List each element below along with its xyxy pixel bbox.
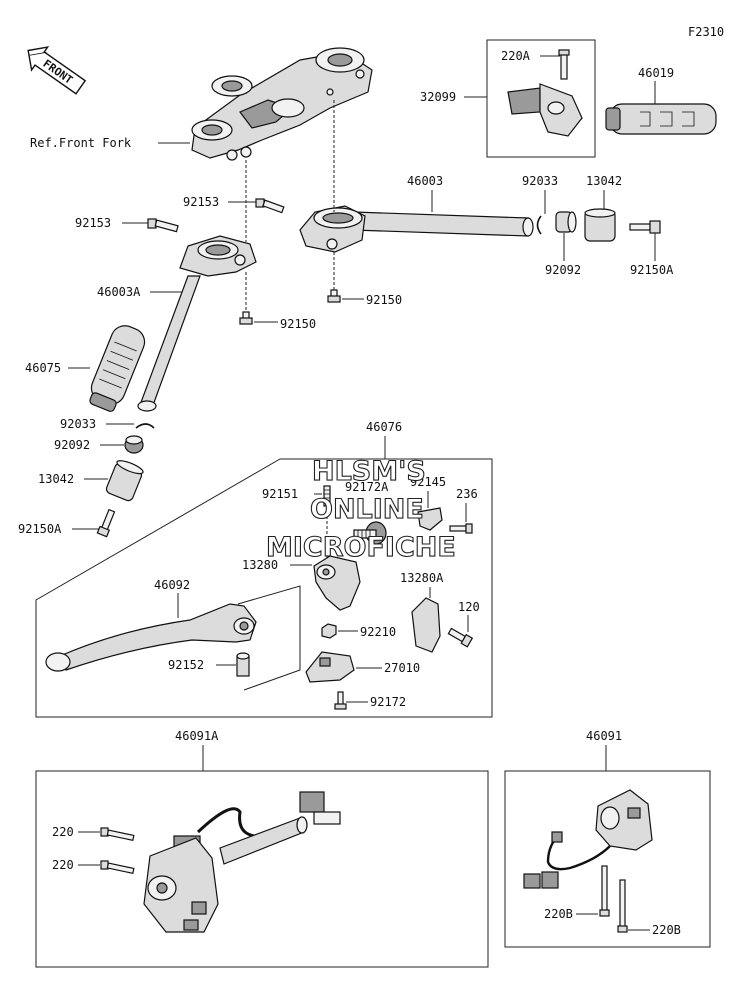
label-120: 120 bbox=[458, 600, 480, 614]
watermark-line-1: HLSM'S bbox=[312, 456, 426, 487]
bolt-92150-left bbox=[239, 311, 253, 325]
collar-92152 bbox=[236, 652, 250, 677]
left-switch-group-box bbox=[35, 770, 489, 968]
weight-92092-right bbox=[555, 211, 577, 233]
label-92150-center: 92150 bbox=[366, 293, 402, 307]
spring-92145 bbox=[417, 507, 443, 531]
clamp-13280A bbox=[411, 597, 441, 653]
switch-27010 bbox=[305, 651, 355, 683]
screw-220B-right bbox=[617, 879, 628, 933]
throttle-housing-32099 bbox=[507, 83, 583, 137]
label-92033-right: 92033 bbox=[522, 174, 558, 188]
screw-236 bbox=[449, 523, 473, 534]
label-13042-right: 13042 bbox=[586, 174, 622, 188]
circlip-92033-right bbox=[536, 215, 542, 235]
bolt-92153-center bbox=[255, 198, 285, 214]
label-46003A: 46003A bbox=[97, 285, 141, 299]
label-13042-left: 13042 bbox=[38, 472, 74, 486]
label-46091: 46091 bbox=[586, 729, 622, 743]
right-grip-46019 bbox=[605, 103, 717, 135]
label-220A: 220A bbox=[501, 49, 531, 63]
label-220-lower: 220 bbox=[52, 858, 74, 872]
bolt-92153-left bbox=[147, 218, 179, 233]
label-220B-right: 220B bbox=[652, 923, 681, 937]
bolt-92150A-left bbox=[96, 508, 116, 538]
label-46075: 46075 bbox=[25, 361, 61, 375]
left-switch-housing-46091A bbox=[143, 791, 341, 933]
front-arrow-icon: FRONT bbox=[27, 46, 87, 95]
label-27010: 27010 bbox=[384, 661, 420, 675]
label-92151: 92151 bbox=[262, 487, 298, 501]
ref-front-fork-label: Ref.Front Fork bbox=[30, 136, 132, 150]
screw-220B-left bbox=[599, 865, 610, 917]
watermark-line-3: MICROFICHE bbox=[266, 532, 456, 563]
circlip-92033-left bbox=[135, 423, 155, 429]
label-92153-center: 92153 bbox=[183, 195, 219, 209]
clutch-lever-group-box bbox=[35, 458, 493, 718]
label-92033-left: 92033 bbox=[60, 417, 96, 431]
adjuster-92172A bbox=[353, 521, 387, 545]
screw-92172 bbox=[334, 691, 347, 710]
right-handlebar-46003 bbox=[299, 205, 534, 253]
label-92092-right: 92092 bbox=[545, 263, 581, 277]
label-46091A: 46091A bbox=[175, 729, 219, 743]
bolt-92150-center bbox=[327, 289, 341, 303]
label-13280A: 13280A bbox=[400, 571, 444, 585]
label-92152: 92152 bbox=[168, 658, 204, 672]
bolt-92150A-right bbox=[629, 220, 661, 234]
screw-220-lower bbox=[100, 860, 135, 875]
label-220-upper: 220 bbox=[52, 825, 74, 839]
label-46076: 46076 bbox=[366, 420, 402, 434]
label-236: 236 bbox=[456, 487, 478, 501]
label-92092-left: 92092 bbox=[54, 438, 90, 452]
clutch-lever-46092 bbox=[45, 603, 257, 672]
watermark-line-2: ONLINE bbox=[310, 494, 424, 525]
label-92150A-right: 92150A bbox=[630, 263, 674, 277]
bar-end-13042-right bbox=[584, 208, 616, 242]
left-handlebar-46003A bbox=[137, 235, 257, 412]
upper-triple-clamp bbox=[191, 47, 373, 161]
label-92172A: 92172A bbox=[345, 480, 389, 494]
bolt-120 bbox=[447, 627, 474, 648]
label-32099: 32099 bbox=[420, 90, 456, 104]
screw-220A bbox=[558, 49, 570, 80]
nut-92210 bbox=[321, 623, 337, 639]
label-92150-left: 92150 bbox=[280, 317, 316, 331]
label-220B-left: 220B bbox=[544, 907, 573, 921]
label-46003: 46003 bbox=[407, 174, 443, 188]
label-92145: 92145 bbox=[410, 475, 446, 489]
figure-id: F2310 bbox=[688, 25, 724, 39]
label-92210: 92210 bbox=[360, 625, 396, 639]
throttle-housing-group-box bbox=[486, 39, 596, 158]
label-92153-left: 92153 bbox=[75, 216, 111, 230]
right-switch-group-box bbox=[504, 770, 711, 948]
label-46019: 46019 bbox=[638, 66, 674, 80]
right-switch-housing-46091 bbox=[523, 789, 653, 889]
label-46092: 46092 bbox=[154, 578, 190, 592]
weight-92092-left bbox=[124, 435, 144, 454]
bar-end-13042-left bbox=[105, 460, 144, 502]
left-grip-46075 bbox=[89, 325, 146, 412]
watermark: HLSM'S ONLINE MICROFICHE bbox=[265, 455, 456, 563]
label-92172: 92172 bbox=[370, 695, 406, 709]
screw-220-upper bbox=[100, 827, 135, 842]
label-92150A-left: 92150A bbox=[18, 522, 62, 536]
label-13280: 13280 bbox=[242, 558, 278, 572]
lever-holder-13280 bbox=[313, 555, 361, 611]
